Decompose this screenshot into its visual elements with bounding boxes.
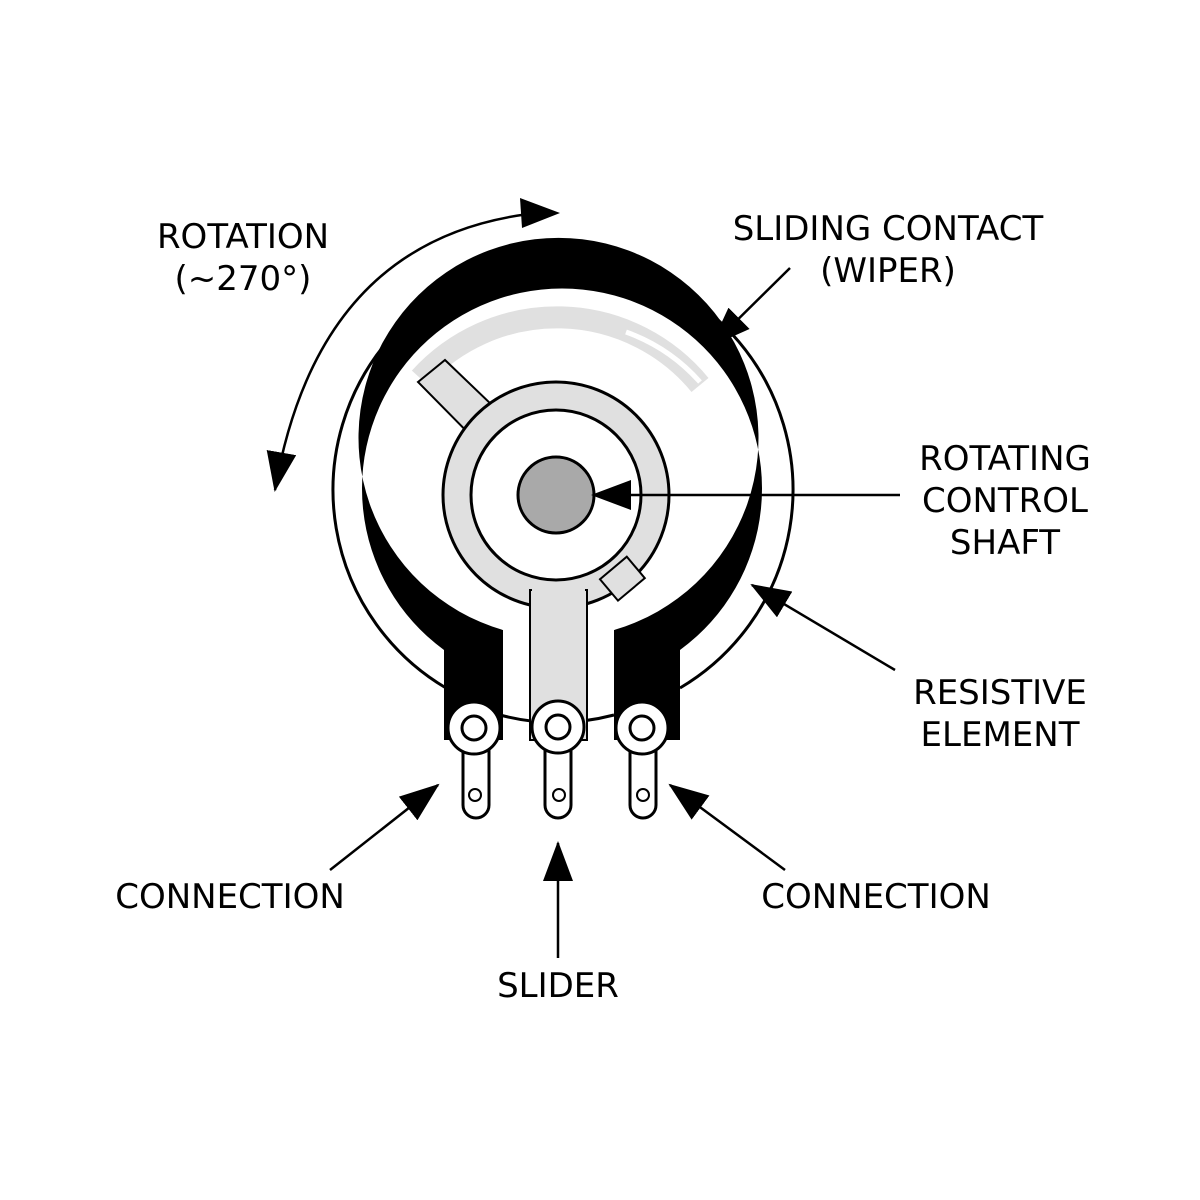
wiper-pointer-arrow: [710, 267, 791, 347]
slider-strip-fill: [532, 580, 585, 610]
wiper-contact-strip: [625, 329, 702, 384]
shaft-label-line3: SHAFT: [950, 523, 1060, 563]
wiper-label-line1: SLIDING CONTACT: [733, 209, 1044, 249]
rotation-arrowhead-top: [520, 198, 560, 228]
resistive-label-line1: RESISTIVE: [913, 673, 1087, 713]
connection-right-arrow: [668, 783, 786, 872]
shaft-label-line2: CONTROL: [922, 481, 1088, 521]
terminal-left: [446, 700, 502, 820]
terminal-right: [614, 700, 670, 820]
resistive-label-line2: ELEMENT: [921, 715, 1080, 755]
connection-right-label: CONNECTION: [761, 877, 991, 917]
slider-label: SLIDER: [497, 966, 619, 1006]
resistive-pointer-arrow: [750, 583, 896, 672]
wiper-label-line2: (WIPER): [820, 251, 956, 291]
shaft-label-line1: ROTATING: [919, 439, 1091, 479]
rotation-angle-label: (~270°): [175, 259, 312, 299]
rotation-arrow: [266, 210, 549, 492]
connection-left-arrow: [329, 783, 440, 871]
control-shaft: [516, 455, 596, 535]
connection-left-label: CONNECTION: [115, 877, 345, 917]
resistive-element: [358, 237, 762, 741]
ring-break: [598, 555, 647, 603]
rotation-label: ROTATION: [157, 217, 329, 257]
terminal-middle: [530, 699, 586, 820]
